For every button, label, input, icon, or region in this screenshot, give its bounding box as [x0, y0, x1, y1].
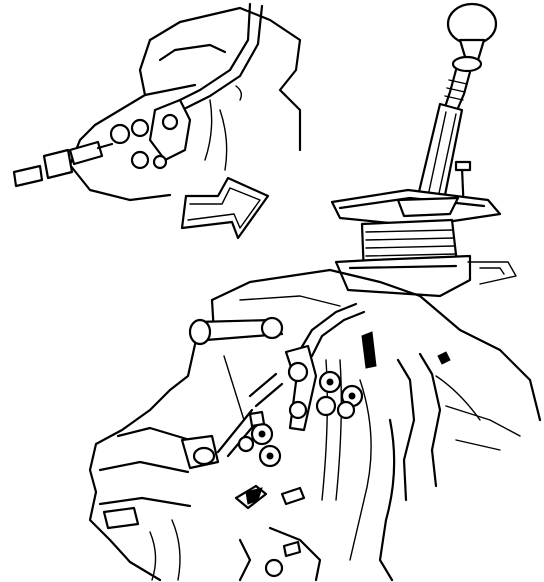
direction-arrow — [180, 176, 270, 240]
shift-boot — [334, 218, 517, 298]
boot-retainer-plate — [330, 188, 502, 228]
transmission-case — [88, 268, 542, 582]
linkage-fasteners — [223, 355, 364, 468]
inset-shift-linkage — [12, 2, 302, 202]
shift-knob — [446, 2, 498, 73]
shift-rod — [188, 302, 377, 501]
